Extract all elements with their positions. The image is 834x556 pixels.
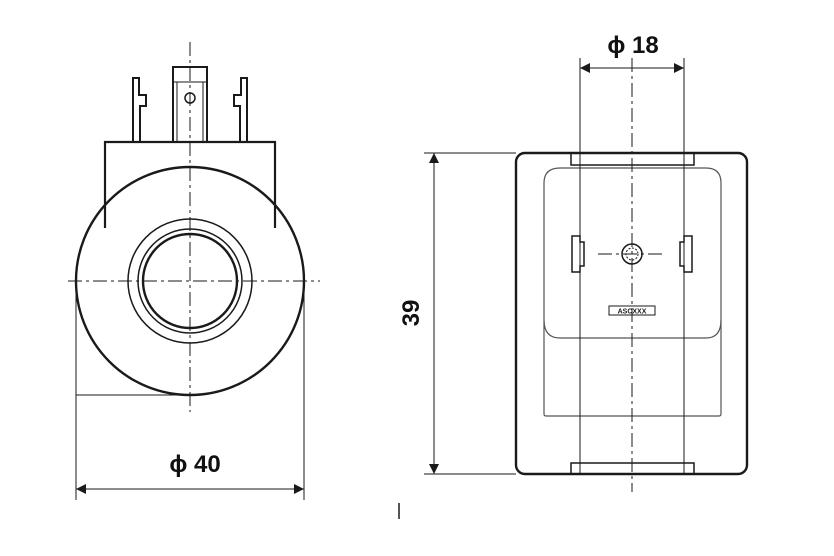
- connector-outline: [543, 167, 722, 417]
- front-view: ϕ 40: [68, 42, 320, 500]
- side-view: ASCXXX ϕ 18 39: [398, 32, 749, 492]
- right-terminal: [679, 235, 693, 273]
- diameter-label: ϕ 40: [169, 451, 220, 478]
- marking-text: ASCXXX: [618, 309, 647, 316]
- center-screw: [621, 243, 643, 265]
- left-terminal: [571, 235, 585, 273]
- right-pin: [233, 77, 248, 142]
- left-pin: [132, 77, 147, 142]
- center-screw-inner: [625, 247, 639, 261]
- height-label: 39: [398, 300, 425, 327]
- marking-plate: [608, 305, 656, 316]
- connector-separation: [543, 319, 722, 339]
- width-label: ϕ 18: [607, 32, 658, 59]
